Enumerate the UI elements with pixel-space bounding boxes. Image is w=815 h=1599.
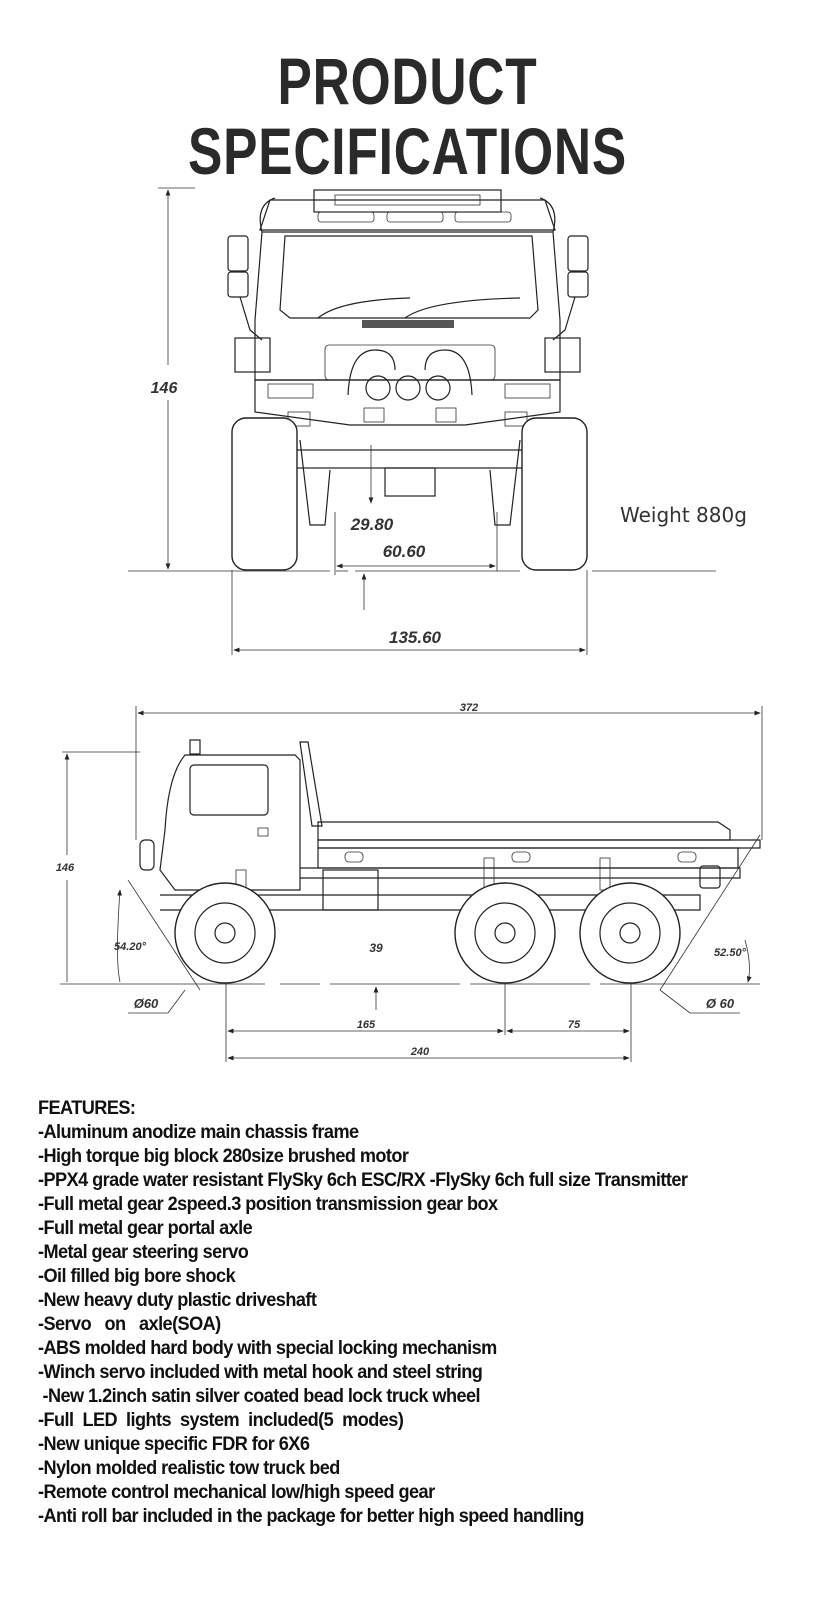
ground-clearance-label: 29.80 <box>350 515 394 534</box>
features-heading: FEATURES: <box>38 1097 136 1119</box>
front-wheel-diameter-label: Ø60 <box>134 996 159 1011</box>
feature-item: -Winch servo included with metal hook an… <box>38 1361 483 1383</box>
departure-angle-label: 52.50° <box>714 947 747 959</box>
feature-item: -High torque big block 280size brushed m… <box>38 1145 409 1167</box>
feature-item: -New 1.2inch satin silver coated bead lo… <box>38 1385 481 1407</box>
feature-item: -PPX4 grade water resistant FlySky 6ch E… <box>38 1169 688 1191</box>
clearance-label: 39 <box>369 941 383 955</box>
front-wheelbase-label: 165 <box>357 1019 376 1031</box>
total-wheelbase-label: 240 <box>410 1046 430 1058</box>
feature-item: -Anti roll bar included in the package f… <box>38 1505 584 1527</box>
features-list: FEATURES: -Aluminum anodize main chassis… <box>38 1096 736 1528</box>
feature-item: -Metal gear steering servo <box>38 1241 249 1263</box>
feature-item: -Remote control mechanical low/high spee… <box>38 1481 435 1503</box>
weight-label: Weight 880g <box>620 503 747 527</box>
front-height-label: 146 <box>151 380 178 397</box>
feature-item: -Full metal gear 2speed.3 position trans… <box>38 1193 498 1215</box>
rear-wheel-diameter-label: Ø 60 <box>706 996 735 1011</box>
feature-item: -Servo on axle(SOA) <box>38 1313 221 1335</box>
page-title: PRODUCT SPECIFICATIONS <box>187 44 627 188</box>
feature-item: -ABS molded hard body with special locki… <box>38 1337 497 1359</box>
feature-item: -Full LED lights system included(5 modes… <box>38 1409 404 1431</box>
front-view-truck <box>227 189 589 571</box>
feature-item: -Aluminum anodize main chassis frame <box>38 1121 359 1143</box>
inner-width-label: 60.60 <box>383 542 426 561</box>
feature-item: -New unique specific FDR for 6X6 <box>38 1433 310 1455</box>
feature-item: -Nylon molded realistic tow truck bed <box>38 1457 340 1479</box>
overall-width-label: 135.60 <box>389 628 442 647</box>
side-height-label: 146 <box>56 862 75 874</box>
rear-axle-spacing-label: 75 <box>568 1019 581 1031</box>
length-label: 372 <box>460 702 478 714</box>
feature-item: -Oil filled big bore shock <box>38 1265 236 1287</box>
approach-angle-label: 54.20° <box>114 941 147 953</box>
side-view-truck <box>139 739 761 984</box>
feature-item: -New heavy duty plastic driveshaft <box>38 1289 317 1311</box>
feature-item: -Full metal gear portal axle <box>38 1217 253 1239</box>
front-view-dimensions: 146 29.80 60.60 135.60 <box>128 187 716 655</box>
side-view-dimensions: 372 146 54.20° 52.50° 39 Ø60 Ø 60 165 75… <box>56 702 763 1062</box>
